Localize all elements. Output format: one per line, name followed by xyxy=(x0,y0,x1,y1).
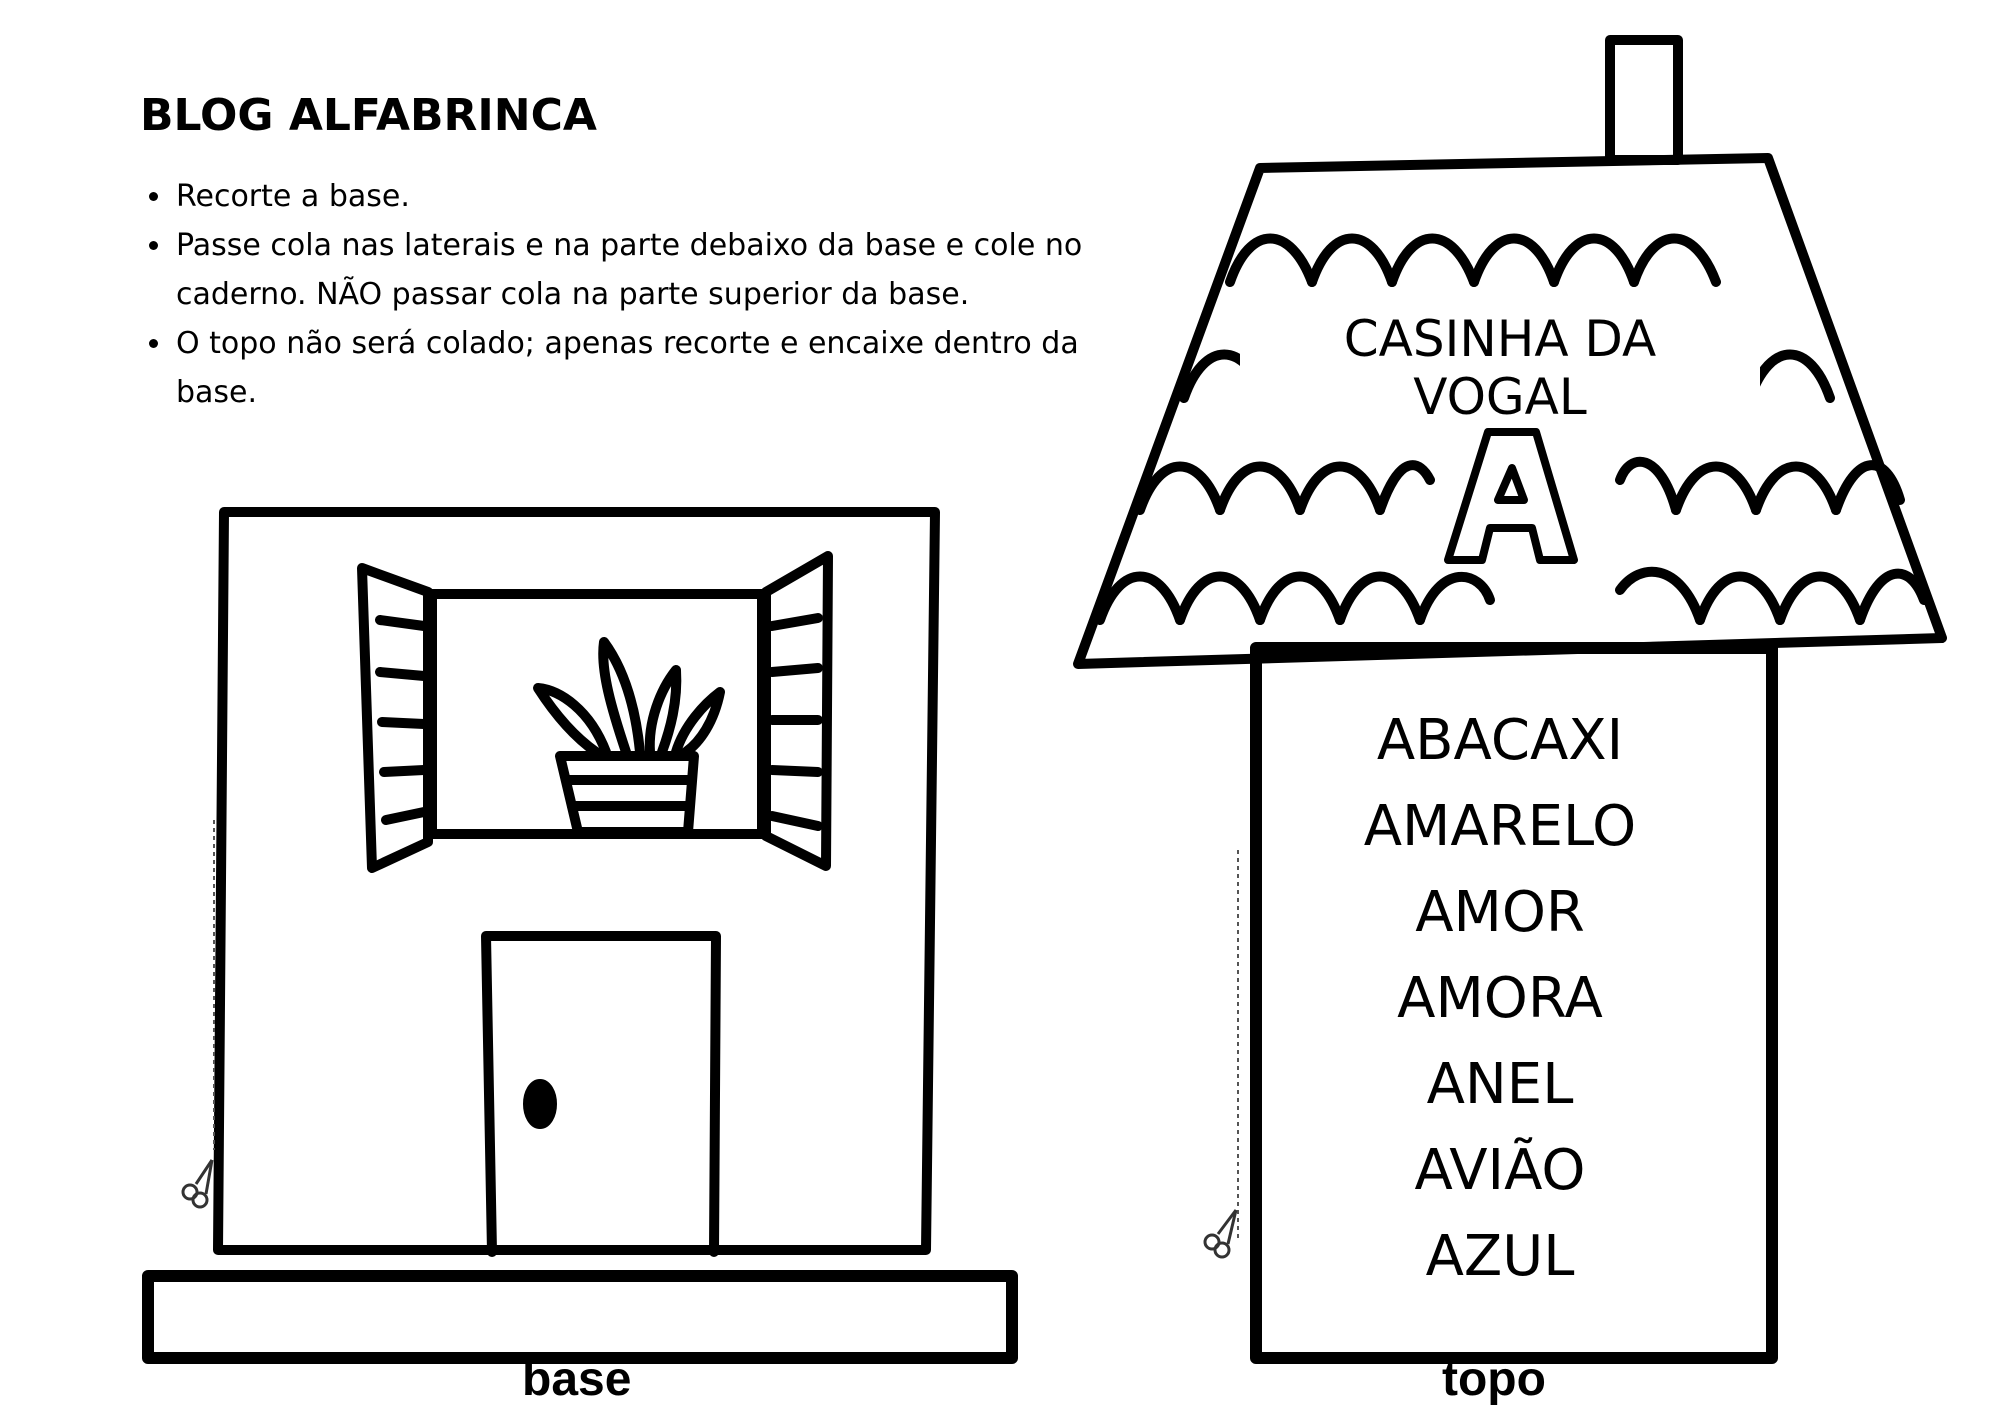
scissors-icon xyxy=(181,1159,214,1209)
caption-base: base xyxy=(522,1353,632,1406)
roof xyxy=(1073,153,1947,669)
word-item: AMARELO xyxy=(1363,794,1637,859)
instruction-item: O topo não será colado; apenas recorte e… xyxy=(174,319,1134,417)
roof-title: CASINHA DA VOGAL xyxy=(1240,310,1760,426)
instruction-item: Passe cola nas laterais e na parte debai… xyxy=(174,221,1134,319)
topo-body xyxy=(1250,642,1778,1364)
word-item: AVIÃO xyxy=(1414,1138,1586,1203)
scissors-icon xyxy=(1203,1209,1238,1259)
brand-title: BLOG ALFABRINCA xyxy=(140,90,597,141)
chimney xyxy=(1605,35,1683,165)
word-item: ABACAXI xyxy=(1376,708,1624,773)
base-house xyxy=(142,507,1018,1364)
instruction-item: Recorte a base. xyxy=(174,172,1134,221)
right-shutter-icon xyxy=(761,551,833,871)
base-wall xyxy=(213,507,940,1255)
word-item: AZUL xyxy=(1425,1224,1575,1289)
potted-plant-icon xyxy=(533,637,725,837)
instructions-list: Recorte a base. Passe cola nas laterais … xyxy=(130,172,1134,417)
word-item: AMORA xyxy=(1397,966,1603,1031)
caption-topo: topo xyxy=(1442,1353,1546,1406)
left-shutter-icon xyxy=(357,563,433,873)
base-ground xyxy=(142,1270,1018,1364)
door-icon xyxy=(481,931,721,1257)
word-item: AMOR xyxy=(1415,880,1585,945)
word-list: ABACAXI AMARELO AMOR AMORA ANEL AVIÃO AZ… xyxy=(1255,698,1745,1300)
word-item: ANEL xyxy=(1426,1052,1574,1117)
vowel-a-icon xyxy=(1444,428,1578,564)
